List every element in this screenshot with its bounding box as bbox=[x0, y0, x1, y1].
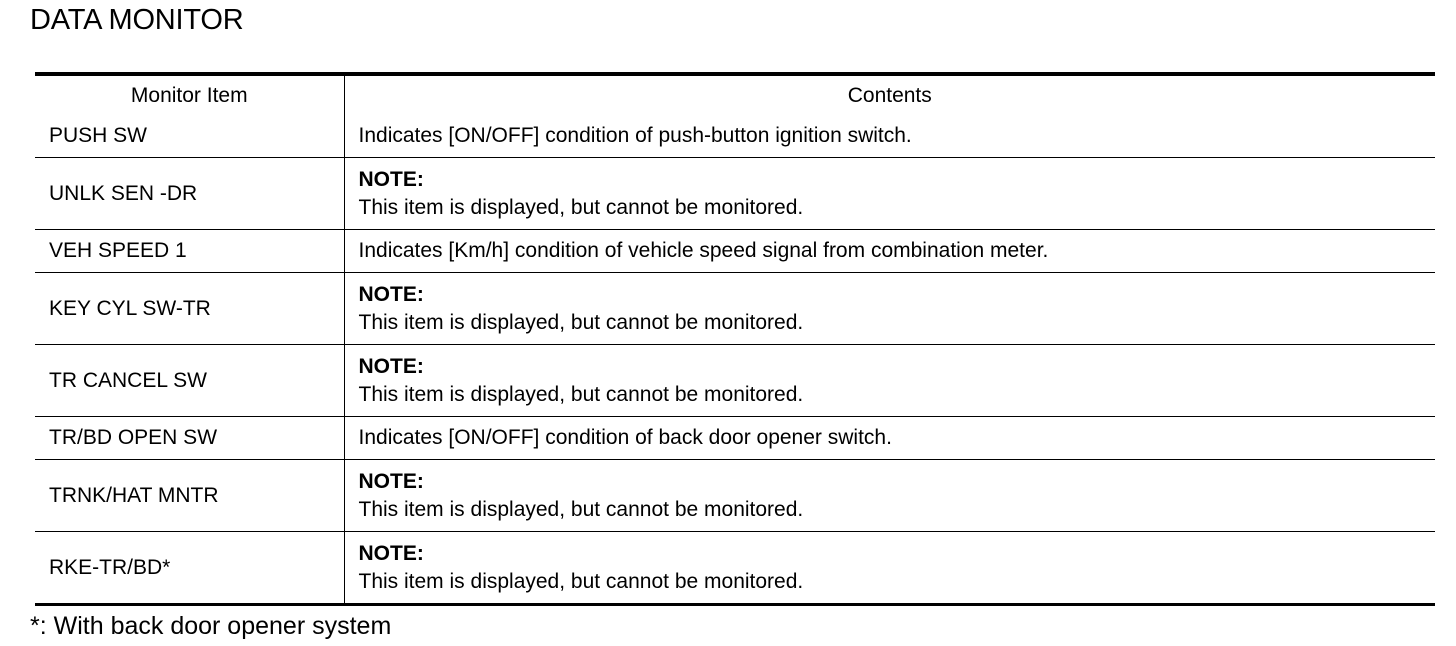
table-row: UNLK SEN -DR NOTE: This item is displaye… bbox=[35, 157, 1435, 230]
note-text: This item is displayed, but cannot be mo… bbox=[358, 195, 804, 219]
monitor-item-cell: PUSH SW bbox=[49, 124, 148, 147]
monitor-item-cell: TR CANCEL SW bbox=[35, 344, 344, 417]
contents-cell: NOTE: This item is displayed, but cannot… bbox=[343, 344, 1435, 417]
note-label: NOTE: bbox=[358, 469, 424, 493]
monitor-item-cell: VEH SPEED 1 bbox=[35, 229, 344, 273]
contents-cell: NOTE: This item is displayed, but cannot… bbox=[343, 272, 1435, 345]
header-contents: Contents bbox=[343, 76, 1435, 115]
contents-cell: NOTE: This item is displayed, but cannot… bbox=[343, 531, 1435, 603]
note-text: This item is displayed, but cannot be mo… bbox=[358, 569, 804, 593]
note-label: NOTE: bbox=[358, 282, 424, 306]
page-title: DATA MONITOR bbox=[30, 4, 244, 36]
table-row: VEH SPEED 1 Indicates [Km/h] condition o… bbox=[35, 229, 1435, 273]
contents-cell: NOTE: This item is displayed, but cannot… bbox=[343, 459, 1435, 532]
monitor-item-cell: UNLK SEN -DR bbox=[35, 157, 344, 230]
contents-cell: NOTE: This item is displayed, but cannot… bbox=[343, 157, 1435, 230]
table-row: TR/BD OPEN SW Indicates [ON/OFF] conditi… bbox=[35, 416, 1435, 460]
note-text: This item is displayed, but cannot be mo… bbox=[358, 382, 804, 406]
header-monitor-item: Monitor Item bbox=[130, 83, 248, 107]
monitor-item-cell: TR/BD OPEN SW bbox=[35, 416, 344, 460]
table-row: PUSH SW Indicates [ON/OFF] condition of … bbox=[35, 115, 1435, 158]
table-row: TR CANCEL SW NOTE: This item is displaye… bbox=[35, 344, 1435, 417]
note-label: NOTE: bbox=[358, 167, 424, 191]
data-monitor-table: Monitor Item Contents PUSH SW Indicates … bbox=[35, 72, 1435, 606]
monitor-item-cell: TRNK/HAT MNTR bbox=[35, 459, 344, 532]
note-text: This item is displayed, but cannot be mo… bbox=[358, 310, 804, 334]
note-text: This item is displayed, but cannot be mo… bbox=[358, 497, 804, 521]
monitor-item-cell: KEY CYL SW-TR bbox=[35, 272, 344, 345]
table-row: TRNK/HAT MNTR NOTE: This item is display… bbox=[35, 459, 1435, 532]
contents-cell: Indicates [ON/OFF] condition of push-but… bbox=[343, 115, 1435, 158]
footnote: *: With back door opener system bbox=[30, 612, 392, 640]
contents-cell: Indicates [ON/OFF] condition of back doo… bbox=[343, 416, 1435, 460]
note-label: NOTE: bbox=[358, 541, 424, 565]
contents-cell: Indicates [Km/h] condition of vehicle sp… bbox=[343, 229, 1435, 273]
monitor-item-cell: RKE-TR/BD* bbox=[35, 531, 344, 603]
table-row: KEY CYL SW-TR NOTE: This item is display… bbox=[35, 272, 1435, 345]
table-row: RKE-TR/BD* NOTE: This item is displayed,… bbox=[35, 531, 1435, 603]
note-label: NOTE: bbox=[358, 354, 424, 378]
table-header-row: Monitor Item Contents bbox=[35, 76, 1435, 115]
